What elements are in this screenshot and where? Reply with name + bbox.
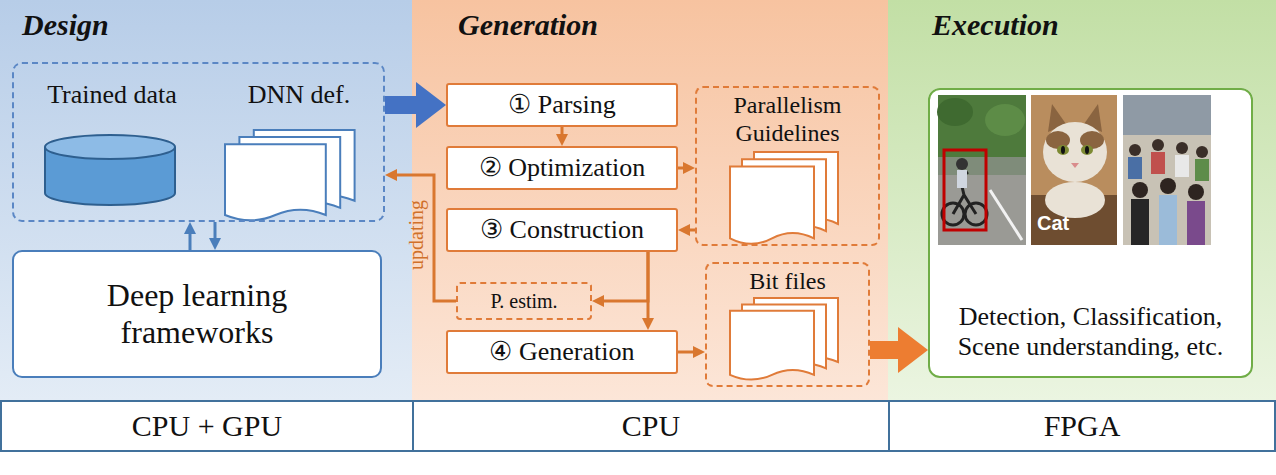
data-group: Trained data DNN def. xyxy=(12,62,385,222)
column-band xyxy=(412,0,888,400)
document-icon xyxy=(730,298,838,380)
crowd-photo xyxy=(1187,201,1205,245)
flow-arrow xyxy=(870,341,898,359)
document-icon xyxy=(225,130,355,220)
crowd-photo xyxy=(1175,155,1189,177)
cat-photo xyxy=(1061,146,1065,154)
cat-photo xyxy=(1071,163,1079,168)
crowd-photo xyxy=(1131,199,1149,245)
flow-arrow xyxy=(189,234,192,250)
platform-label: FPGA xyxy=(1044,409,1121,444)
database-cylinder xyxy=(45,193,175,205)
crowd-photo xyxy=(1195,159,1209,181)
process-box: ③ Construction xyxy=(446,208,678,252)
crowd-photo xyxy=(1123,95,1211,245)
output-group: Bit files xyxy=(705,262,870,387)
platform-cell: CPU xyxy=(412,400,890,452)
cat-photo xyxy=(1043,122,1107,182)
street-photo xyxy=(956,158,968,170)
database-cylinder xyxy=(44,147,46,193)
platform-cell: CPU + GPU xyxy=(0,400,414,452)
cat-photo xyxy=(1085,146,1089,154)
flow-arrow xyxy=(678,167,683,170)
flow-arrow xyxy=(647,252,650,318)
column-band xyxy=(888,0,1276,400)
group-label: Parallelism Guidelines xyxy=(697,92,878,147)
crowd-photo xyxy=(1176,142,1188,154)
crowd-photo xyxy=(1123,95,1211,135)
image-tag: Cat xyxy=(1037,212,1069,235)
crowd-photo xyxy=(1132,182,1148,198)
process-box: ① Parsing xyxy=(446,83,678,127)
flow-arrow xyxy=(561,127,564,134)
database-cylinder xyxy=(174,147,176,193)
crowd-photo xyxy=(1151,152,1165,174)
street-photo xyxy=(937,95,1026,245)
cat-photo xyxy=(1057,145,1069,155)
column-band xyxy=(0,0,412,400)
database-cylinder xyxy=(45,135,175,159)
flow-arrow xyxy=(385,96,416,114)
street-photo xyxy=(938,175,1026,245)
street-photo xyxy=(938,95,1026,157)
street-photo xyxy=(938,95,1026,245)
panel-ground xyxy=(928,88,1253,378)
label-anchor: Cat xyxy=(1037,212,1069,235)
street-photo xyxy=(937,98,973,126)
column-band xyxy=(0,400,1276,475)
box-label: ④ Generation xyxy=(489,337,634,367)
crowd-photo xyxy=(1123,95,1211,245)
flow-arrow xyxy=(214,222,217,238)
box-label: ③ Construction xyxy=(480,215,644,245)
flow-arrow xyxy=(604,252,648,301)
framework-box: Deep learning frameworks xyxy=(12,250,382,378)
edge-label: updating xyxy=(405,200,428,270)
crowd-photo xyxy=(1129,144,1141,156)
crowd-photo xyxy=(1128,157,1142,179)
group-label: Bit files xyxy=(749,268,826,296)
document-icon xyxy=(730,152,838,244)
process-box: ④ Generation xyxy=(446,330,678,374)
street-photo xyxy=(990,190,1022,240)
box-label: Deep learning frameworks xyxy=(77,277,317,351)
street-photo xyxy=(985,104,1025,136)
application-panel: Detection, Classification, Scene underst… xyxy=(928,88,1253,378)
platform-cell: FPGA xyxy=(888,400,1276,452)
column-band: Detection, Classification, Scene underst… xyxy=(888,0,1276,400)
flow-arrow xyxy=(678,351,693,354)
platform-label: CPU xyxy=(622,409,680,444)
band-heading: Generation xyxy=(458,8,598,43)
crowd-photo xyxy=(1159,195,1177,245)
column-band: Trained data DNN def. Deep learning framew… xyxy=(0,0,412,400)
label-anchor: updating xyxy=(405,200,428,270)
box-label: P. estim. xyxy=(490,290,557,313)
band-heading: Design xyxy=(22,8,109,43)
panel-caption: Detection, Classification, Scene underst… xyxy=(940,302,1241,362)
estimate-box: P. estim. xyxy=(456,282,592,320)
street-photo xyxy=(957,170,967,188)
group-label: DNN def. xyxy=(224,80,374,110)
band-heading: Execution xyxy=(932,8,1059,43)
crowd-photo xyxy=(1196,146,1208,158)
street-photo xyxy=(944,150,986,230)
platform-label: CPU + GPU xyxy=(132,409,282,444)
column-band: ① Parsing ② Optimization ③ Construction P. … xyxy=(412,0,888,400)
cat-photo xyxy=(1031,95,1117,245)
group-label: Trained data xyxy=(22,80,202,110)
crowd-photo xyxy=(1160,178,1176,194)
cat-photo xyxy=(1081,145,1093,155)
process-box: ② Optimization xyxy=(446,146,678,190)
box-label: ① Parsing xyxy=(508,90,616,120)
cat-photo xyxy=(1031,95,1117,245)
box-label: ② Optimization xyxy=(479,153,646,183)
output-group: Parallelism Guidelines xyxy=(695,86,880,246)
database-cylinder xyxy=(45,135,175,205)
crowd-photo xyxy=(1152,139,1164,151)
crowd-photo xyxy=(1188,184,1204,200)
